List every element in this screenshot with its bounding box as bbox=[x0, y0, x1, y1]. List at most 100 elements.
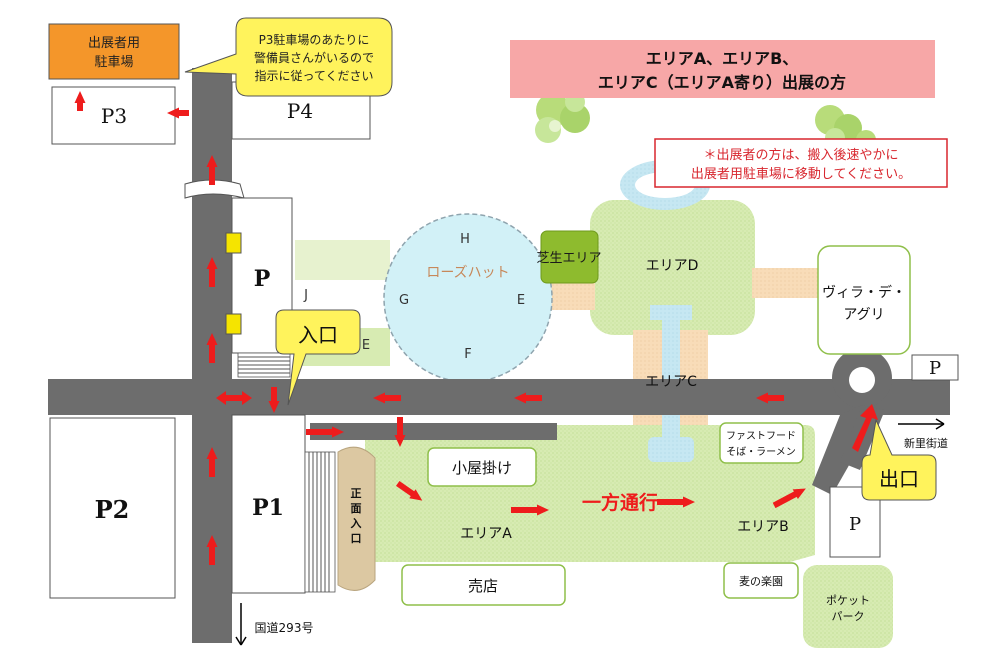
banner-line1: エリアA、エリアB、 bbox=[646, 49, 799, 68]
one-way-arrow-icon bbox=[756, 392, 784, 404]
p2-label: P2 bbox=[95, 495, 130, 524]
exhibitor-banner bbox=[510, 40, 935, 98]
one-way-arrow-icon bbox=[306, 426, 344, 438]
p4-label: P4 bbox=[287, 99, 313, 123]
p-right-sign-box bbox=[911, 354, 959, 381]
one-way-arrow-icon bbox=[394, 417, 406, 447]
arrow-to-niisato-icon bbox=[898, 418, 945, 430]
one-way-arrow-icon bbox=[167, 107, 189, 119]
area-c-label: エリアC bbox=[645, 374, 697, 390]
main-gate-char: 口 bbox=[351, 532, 362, 545]
one-way-arrow-icon bbox=[395, 480, 423, 501]
one-way-arrow-icon bbox=[74, 91, 86, 111]
p2-building bbox=[49, 417, 176, 599]
one-way-arrow-icon bbox=[511, 504, 549, 516]
p3-building bbox=[51, 86, 176, 145]
entrance-label: 入口 bbox=[298, 323, 338, 347]
two-way-arrow-icon bbox=[216, 391, 252, 405]
villa-box bbox=[817, 245, 911, 355]
area-b-label: エリアB bbox=[737, 519, 789, 535]
steps-near-gate bbox=[304, 451, 336, 593]
exhibitor-parking-line1: 出展者用 bbox=[88, 36, 140, 51]
shop-box bbox=[401, 564, 566, 606]
tree-icon bbox=[535, 92, 590, 143]
route293-label: 国道293号 bbox=[255, 621, 314, 635]
fastfood-box bbox=[719, 422, 804, 464]
guard-note-line1: P3駐車場のあたりに bbox=[259, 32, 370, 47]
main-gate bbox=[337, 446, 376, 591]
hut-label: 小屋掛け bbox=[452, 459, 512, 477]
p-bottom-right-label: P bbox=[849, 514, 861, 535]
rose-hut-g: G bbox=[399, 293, 409, 308]
pocket-line1: ポケット bbox=[826, 594, 870, 607]
road-horizontal bbox=[48, 379, 950, 415]
rose-hut-name: ローズハット bbox=[426, 265, 509, 281]
fastfood-line1: ファストフード bbox=[726, 431, 796, 442]
exit-label: 出口 bbox=[879, 467, 919, 491]
water-channel-bottom bbox=[648, 437, 694, 462]
one-way-arrow-icon bbox=[514, 392, 542, 404]
lawn-box bbox=[540, 230, 599, 284]
mugi-label: 麦の楽園 bbox=[739, 575, 783, 588]
banner-line2: エリアC（エリアA寄り）出展の方 bbox=[598, 73, 846, 92]
pocket-line2: パーク bbox=[832, 610, 865, 623]
notice-line2: 出展者用駐車場に移動してください。 bbox=[691, 167, 911, 182]
fastfood-line2: そば・ラーメン bbox=[726, 446, 796, 458]
rose-hut-h: H bbox=[460, 232, 470, 247]
label-e-left: E bbox=[362, 338, 370, 353]
exhibitor-parking-box bbox=[48, 23, 180, 80]
entrance-callout bbox=[275, 309, 361, 406]
path-d-villa bbox=[752, 268, 820, 298]
one-way-arrow-icon bbox=[206, 333, 218, 363]
one-way-arrow-icon bbox=[268, 387, 280, 413]
guard-note-line3: 指示に従ってください bbox=[254, 68, 373, 83]
shop-label: 売店 bbox=[468, 577, 498, 595]
area-a-label: エリアA bbox=[460, 526, 512, 542]
guard-callout bbox=[184, 17, 393, 97]
lawn-label: 芝生エリア bbox=[536, 250, 601, 266]
p3-label: P3 bbox=[101, 104, 127, 128]
guard-note-line2: 警備員さんがいるので bbox=[254, 50, 374, 65]
road-inner-branch bbox=[310, 423, 557, 440]
one-way-label: 一方通行 bbox=[582, 491, 658, 514]
villa-line2: アグリ bbox=[843, 307, 884, 323]
mugi-box bbox=[723, 562, 799, 599]
one-way-arrows bbox=[74, 91, 878, 565]
path-lawn-d bbox=[550, 280, 595, 310]
yellow-marker bbox=[225, 232, 242, 254]
p-top-label: P bbox=[254, 266, 271, 292]
area-d-label: エリアD bbox=[646, 258, 699, 274]
rose-hut-f: F bbox=[464, 347, 471, 362]
rose-hut-e: E bbox=[517, 293, 525, 308]
one-way-arrow-icon bbox=[373, 392, 401, 404]
main-gate-char: 正 bbox=[351, 487, 362, 500]
pocket-park-region bbox=[803, 565, 893, 648]
one-way-arrow-icon bbox=[772, 488, 806, 509]
green-strip-j bbox=[295, 240, 390, 280]
niisato-label: 新里街道 bbox=[904, 436, 948, 450]
notice-line1: ＊出展者の方は、搬入後速やかに bbox=[703, 147, 898, 163]
yellow-marker bbox=[225, 313, 242, 335]
steps-near-entrance bbox=[237, 352, 291, 378]
one-way-arrow-icon bbox=[206, 257, 218, 287]
exit-arrow-icon bbox=[852, 404, 878, 452]
exit-callout bbox=[861, 418, 937, 501]
p1-building bbox=[231, 414, 306, 594]
arrow-to-route293-icon bbox=[235, 603, 247, 646]
p-right-label: P bbox=[929, 358, 941, 379]
one-way-arrow-icon bbox=[206, 535, 218, 565]
p1-label: P1 bbox=[252, 495, 284, 521]
villa-line1: ヴィラ・デ・ bbox=[822, 284, 906, 301]
label-j: J bbox=[303, 288, 308, 303]
main-gate-char: 入 bbox=[351, 517, 362, 530]
one-way-arrow-icon bbox=[206, 155, 218, 185]
exhibitor-parking-line2: 駐車場 bbox=[94, 55, 133, 70]
main-gate-char: 面 bbox=[351, 502, 362, 515]
water-channel-top bbox=[650, 305, 692, 320]
road-loop-hole bbox=[849, 367, 875, 393]
one-way-arrow-icon bbox=[206, 447, 218, 477]
area-d-region bbox=[590, 200, 755, 335]
notice-box bbox=[654, 138, 948, 188]
